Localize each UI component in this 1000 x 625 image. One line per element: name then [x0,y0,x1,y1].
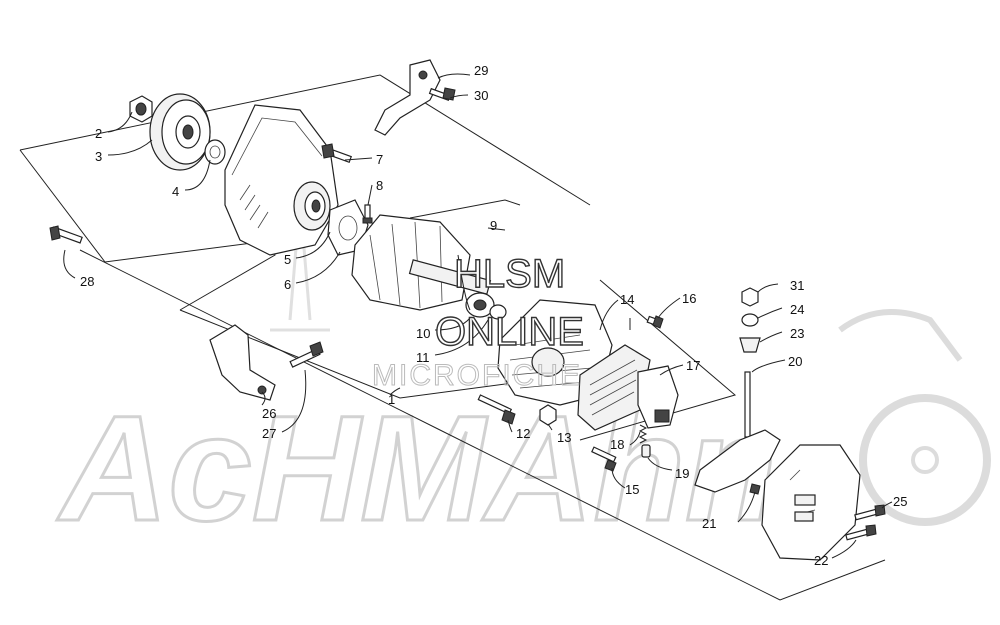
rear-cover [761,444,861,561]
part-23-insulator [739,337,761,353]
callout-4: 4 [172,184,179,199]
outline-long [79,249,886,601]
part-27-bolt [289,341,324,368]
watermark-overlay: HLSM ONLINE MICROFICHE [372,251,585,392]
callout-5: 5 [284,252,291,267]
callout-2: 2 [95,126,102,141]
part-22-bolt [845,524,877,541]
watermark-hub-icon [911,446,939,474]
callout-22: 22 [814,553,828,568]
part-13-nut [539,404,557,426]
part-21-terminal-plate [694,429,781,495]
part-30-bolt [428,87,456,102]
callout-26: 26 [262,406,276,421]
callout-20: 20 [788,354,802,369]
callout-24: 24 [790,302,804,317]
callout-25: 25 [893,494,907,509]
callout-6: 6 [284,277,291,292]
callout-12: 12 [516,426,530,441]
part-9-rotor [351,214,507,320]
callout-3: 3 [95,149,102,164]
callout-28: 28 [80,274,94,289]
callout-labels: 1 2 3 4 5 6 7 8 9 10 11 12 13 14 15 16 1… [80,63,907,568]
part-15-screw [591,446,617,472]
part-16-screw [646,315,664,329]
callout-14: 14 [620,292,634,307]
callout-19: 19 [675,466,689,481]
watermark-wheel-icon [859,394,991,526]
callout-11: 11 [416,350,430,365]
part-19-brush [641,444,651,458]
callout-30: 30 [474,88,488,103]
callout-1: 1 [388,392,395,407]
part-17-regulator [637,365,679,429]
callout-13: 13 [557,430,571,445]
callout-9: 9 [490,218,497,233]
watermark-online: ONLINE [435,310,584,354]
part-3-pulley [149,93,211,171]
part-18-spring [638,424,648,444]
part-28-bolt [49,225,83,244]
part-4-spacer [204,139,226,165]
part-2-nut [129,95,153,123]
part-12-bolt [477,394,516,425]
callout-27: 27 [262,426,276,441]
watermark-hlsm: HLSM [454,252,565,296]
part-29-bracket [374,59,441,136]
part-20-stud [744,371,751,438]
outline-rotor [409,199,521,219]
part-8-screw [362,204,373,224]
outline-front [19,74,591,206]
callout-8: 8 [376,178,383,193]
callout-15: 15 [625,482,639,497]
part-24-washer [741,313,759,327]
callout-7: 7 [376,152,383,167]
callout-31: 31 [790,278,804,293]
part-31-nut [741,287,759,307]
callout-21: 21 [702,516,716,531]
callout-29: 29 [474,63,488,78]
part-25-bolt [854,504,886,521]
callout-18: 18 [610,437,624,452]
callout-23: 23 [790,326,804,341]
outline-regulator [579,279,737,441]
part-26-bracket [209,324,276,401]
front-housing [224,104,339,256]
watermark-microfiche: MICROFICHE [372,359,582,392]
callout-16: 16 [682,291,696,306]
leader-lines [63,73,893,559]
watermark-frame-icon [838,309,963,362]
callout-10: 10 [416,326,430,341]
callout-17: 17 [686,358,700,373]
